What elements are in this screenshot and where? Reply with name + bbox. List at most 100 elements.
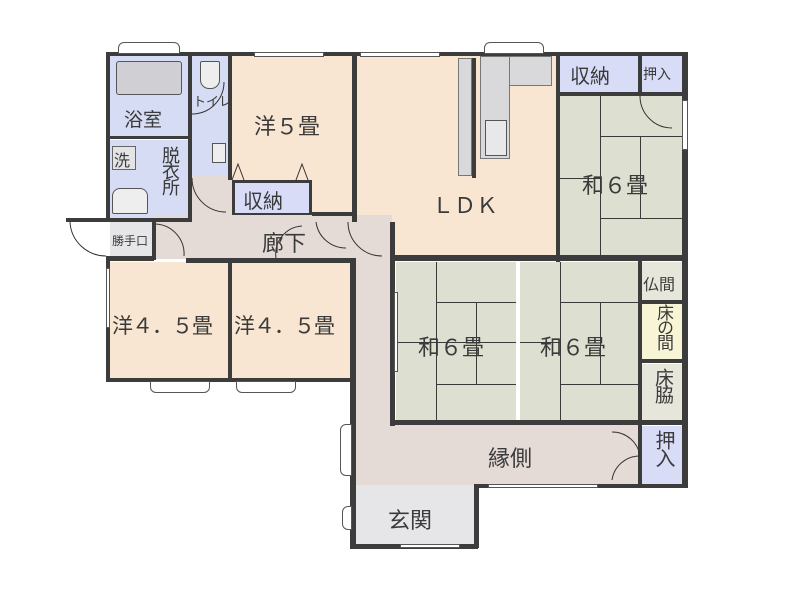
- wall: [106, 218, 192, 222]
- bathtub-icon: [116, 61, 182, 95]
- wall: [106, 136, 190, 139]
- wall: [66, 218, 106, 222]
- room-butsuma: 仏間: [642, 262, 682, 300]
- wall: [390, 222, 395, 426]
- room-label-engawa: 縁側: [488, 447, 533, 472]
- room-japanese-6-center: 和６畳: [396, 262, 516, 422]
- room-corridor-upper: [192, 175, 232, 225]
- wall: [152, 222, 156, 260]
- window-bay: [342, 506, 352, 530]
- wall: [106, 256, 154, 261]
- room-label-japanese-6-ne: 和６畳: [582, 174, 649, 199]
- wall: [106, 378, 356, 382]
- window-bay: [118, 42, 180, 54]
- wall: [472, 58, 476, 178]
- room-dressing: 洗 脱衣所: [110, 140, 188, 218]
- wall: [350, 258, 356, 548]
- room-label-toilet: トイレ: [193, 95, 233, 110]
- room-label-tokowaki: 床脇: [652, 368, 674, 402]
- room-label-tokonoma: 床の間: [653, 304, 673, 349]
- tatami-line: [560, 178, 600, 179]
- room-label-storage-top: 収納: [570, 64, 610, 88]
- window: [106, 268, 110, 328]
- wall: [186, 258, 356, 263]
- wall: [188, 52, 192, 222]
- room-label-western-4-5-right: 洋４．５畳: [234, 314, 335, 338]
- room-label-corridor: 廊下: [262, 232, 307, 257]
- room-label-entrance: 玄関: [388, 509, 433, 534]
- window-bay: [340, 424, 352, 476]
- room-tokonoma: 床の間: [642, 304, 682, 360]
- wall: [642, 420, 682, 425]
- window: [394, 292, 398, 372]
- room-label-oshiire-bottom: 押入: [652, 430, 676, 466]
- wall: [392, 255, 682, 261]
- room-label-wash: 洗: [114, 151, 131, 170]
- room-oshiire-bottom: 押入: [642, 426, 682, 484]
- room-label-western-4-5-left: 洋４．５畳: [112, 314, 213, 338]
- wall: [638, 52, 642, 94]
- kitchen-sink-icon: [485, 120, 507, 156]
- kitchen-partition: [458, 58, 472, 176]
- room-label-back-door: 勝手口: [112, 234, 149, 248]
- window: [254, 52, 324, 57]
- window: [400, 544, 460, 548]
- room-toilet: トイレ: [192, 55, 232, 175]
- wall: [642, 359, 682, 363]
- window: [360, 52, 440, 57]
- room-western-4-5-right: 洋４．５畳: [232, 262, 350, 378]
- room-tokowaki: 床脇: [642, 364, 682, 422]
- room-western-4-5-left: 洋４．５畳: [110, 262, 228, 378]
- wall: [228, 52, 232, 180]
- wall: [312, 212, 356, 216]
- washing-machine-icon: 洗: [112, 146, 136, 170]
- window-bay: [484, 42, 544, 54]
- room-engawa: 縁側: [356, 425, 642, 485]
- room-bath: 浴室: [110, 55, 188, 137]
- wall: [352, 52, 357, 222]
- wall: [228, 258, 232, 382]
- tatami-line: [600, 96, 601, 260]
- room-label-japanese-6-east: 和６畳: [540, 336, 607, 361]
- window: [682, 100, 688, 150]
- room-label-western-5: 洋５畳: [254, 115, 321, 140]
- tatami-line: [520, 342, 560, 343]
- window-bay: [236, 381, 296, 393]
- room-label-japanese-6-center: 和６畳: [418, 336, 485, 361]
- room-storage-western: 収納: [232, 180, 312, 216]
- toilet-icon: [200, 61, 220, 89]
- room-label-ldk: ＬＤＫ: [432, 194, 499, 219]
- room-label-butsuma: 仏間: [643, 275, 676, 294]
- tatami-line: [396, 342, 516, 343]
- room-label-bath: 浴室: [124, 109, 163, 131]
- tatami-line: [600, 302, 601, 384]
- tatami-line: [640, 136, 641, 218]
- room-back-door: 勝手口: [110, 222, 152, 256]
- tatami-line: [600, 218, 684, 219]
- room-oshiire-top: 押入: [642, 55, 684, 93]
- wall: [474, 484, 479, 548]
- room-label-dressing: 脱衣所: [159, 146, 180, 194]
- room-storage-top: 収納: [560, 55, 638, 93]
- wall: [682, 52, 688, 488]
- wall: [390, 420, 642, 425]
- tatami-line: [600, 136, 684, 137]
- tatami-line: [560, 262, 561, 422]
- wall: [642, 300, 682, 304]
- room-entrance: 玄関: [356, 485, 476, 545]
- sink-icon: [212, 143, 226, 163]
- room-label-oshiire-top: 押入: [643, 67, 671, 83]
- wall: [556, 52, 560, 262]
- room-label-storage-western: 収納: [243, 189, 283, 213]
- tatami-line: [476, 302, 477, 384]
- window-bay: [150, 381, 210, 393]
- washbasin-icon: [112, 188, 148, 214]
- wall: [638, 258, 642, 488]
- tatami-line: [436, 384, 516, 385]
- window: [488, 484, 598, 488]
- room-japanese-6-east: 和６畳: [520, 262, 640, 422]
- wall: [560, 92, 682, 96]
- room-japanese-6-ne: 和６畳: [560, 96, 684, 260]
